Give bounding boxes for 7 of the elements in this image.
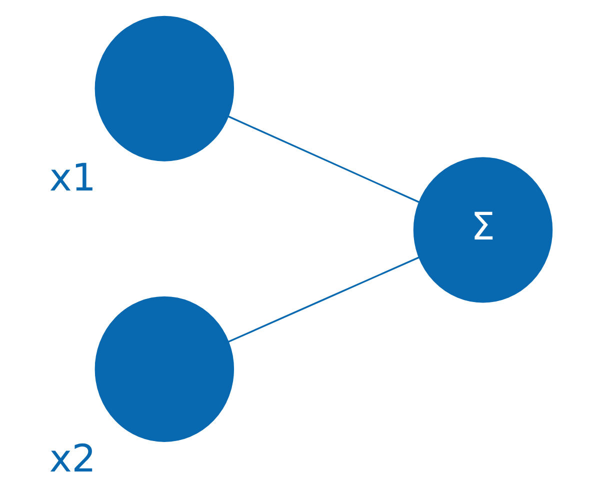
node-label: x2 — [48, 436, 96, 480]
connector — [227, 256, 419, 343]
node-label: x1 — [48, 156, 96, 200]
node-circle — [94, 16, 234, 162]
node-circle: Σ — [412, 157, 552, 303]
node-circle — [94, 296, 234, 442]
connector — [227, 115, 419, 203]
